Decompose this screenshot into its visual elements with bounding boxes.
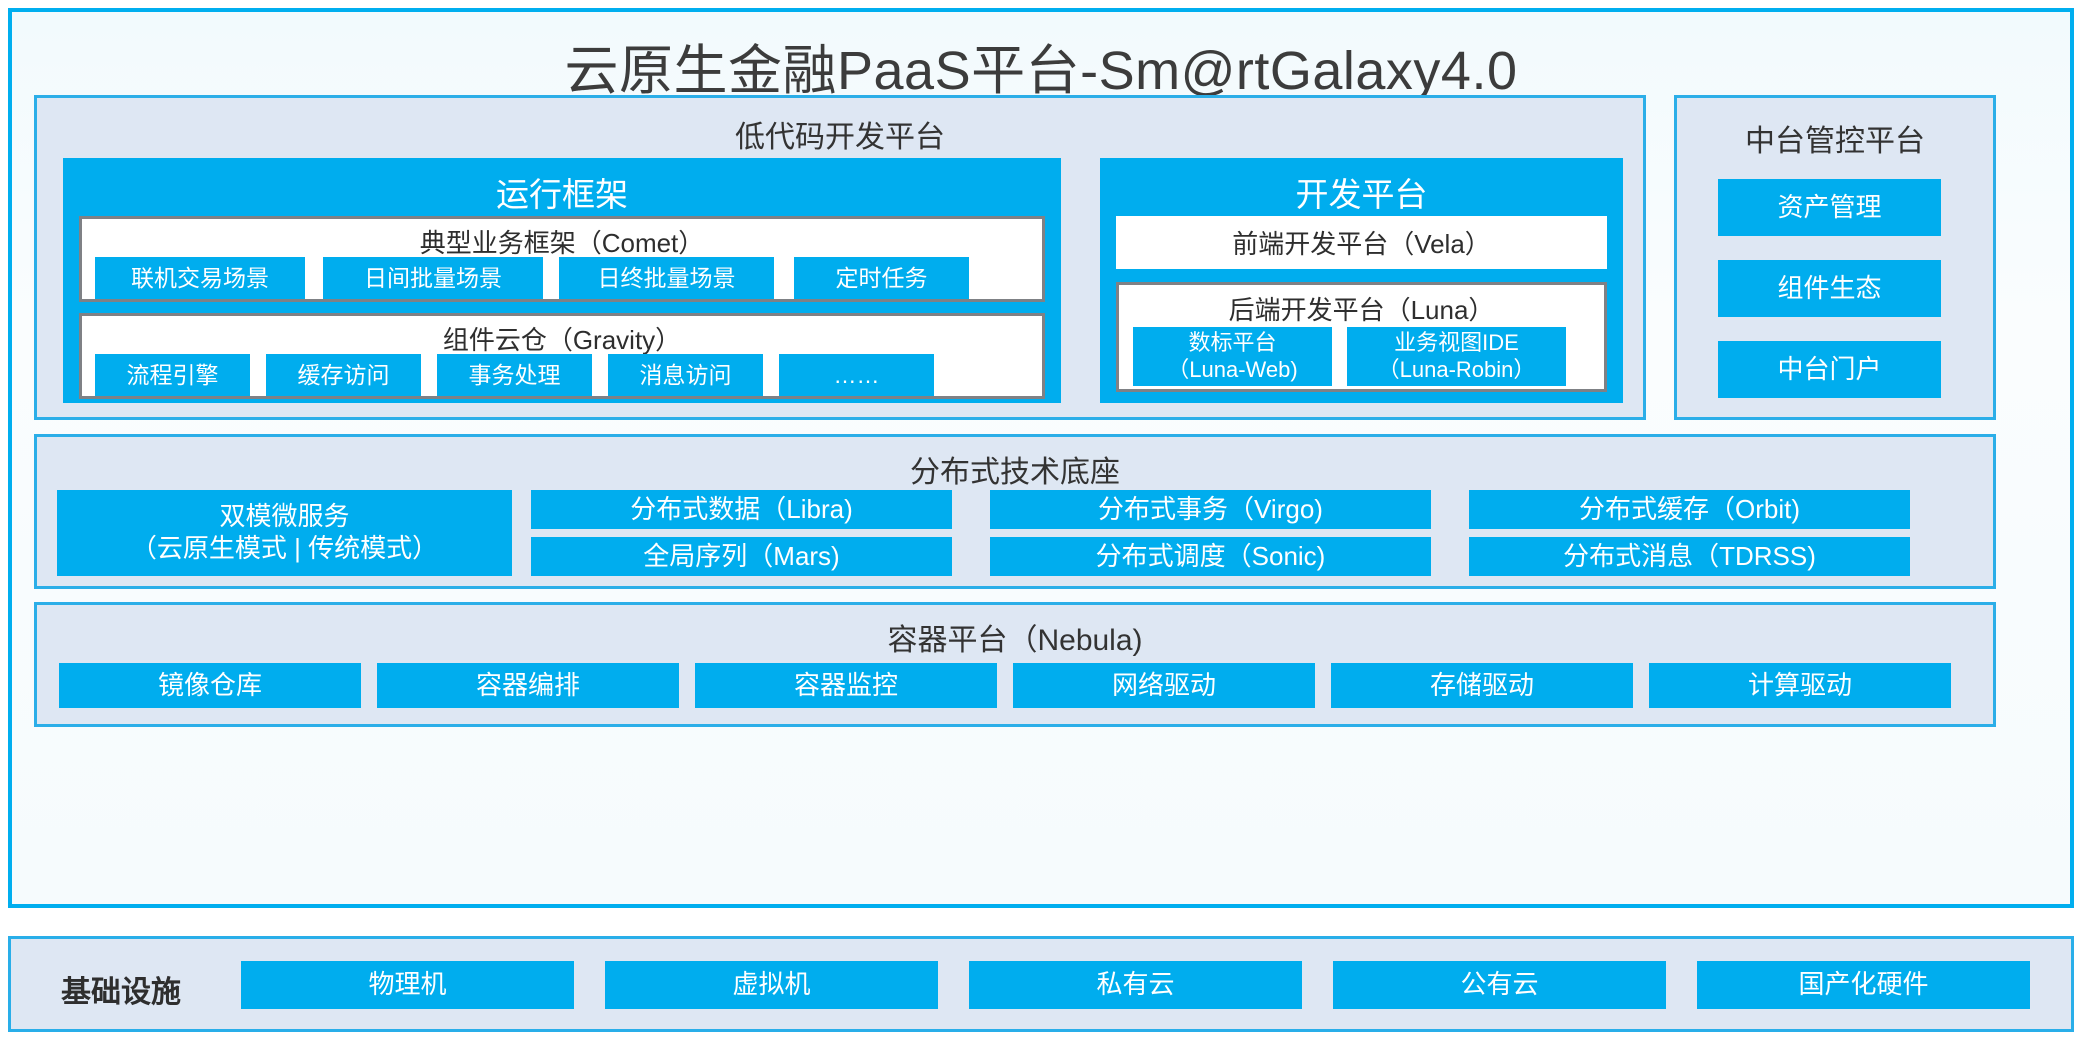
comet-item-1[interactable]: 日间批量场景 <box>323 257 543 299</box>
comet-item-0[interactable]: 联机交易场景 <box>95 257 305 299</box>
dev-platform-block: 开发平台 前端开发平台（Vela） 后端开发平台（Luna） 数标平台 （Lun… <box>1100 158 1623 403</box>
infrastructure-item-4[interactable]: 国产化硬件 <box>1697 961 2030 1009</box>
runtime-framework-block: 运行框架 典型业务框架（Comet） 联机交易场景 日间批量场景 日终批量场景 … <box>63 158 1061 403</box>
distributed-item-virgo[interactable]: 分布式事务（Virgo) <box>990 490 1431 529</box>
gravity-item-4[interactable]: …… <box>779 354 934 396</box>
infrastructure-item-3[interactable]: 公有云 <box>1333 961 1666 1009</box>
runtime-framework-title: 运行框架 <box>496 176 628 213</box>
container-item-1[interactable]: 容器编排 <box>377 663 679 708</box>
backend-item-0[interactable]: 数标平台 （Luna-Web) <box>1133 327 1332 386</box>
container-item-5[interactable]: 计算驱动 <box>1649 663 1951 708</box>
midoffice-item-2[interactable]: 中台门户 <box>1718 341 1941 398</box>
gravity-card: 组件云仓（Gravity） 流程引擎 缓存访问 事务处理 消息访问 …… <box>79 313 1045 399</box>
backend-item-1[interactable]: 业务视图IDE （Luna-Robin） <box>1347 327 1566 386</box>
lowcode-platform-title: 低代码开发平台 <box>735 121 945 154</box>
comet-item-3[interactable]: 定时任务 <box>794 257 969 299</box>
gravity-item-3[interactable]: 消息访问 <box>608 354 763 396</box>
infrastructure-item-0[interactable]: 物理机 <box>241 961 574 1009</box>
distributed-item-orbit[interactable]: 分布式缓存（Orbit) <box>1469 490 1910 529</box>
container-platform-title: 容器平台（Nebula) <box>887 624 1143 657</box>
distributed-foundation-panel: 分布式技术底座 双模微服务 （云原生模式 | 传统模式） 分布式数据（Libra… <box>34 434 1996 589</box>
page-title: 云原生金融PaaS平台-Sm@rtGalaxy4.0 <box>564 41 1518 101</box>
distributed-item-mars[interactable]: 全局序列（Mars) <box>531 537 952 576</box>
gravity-item-1[interactable]: 缓存访问 <box>266 354 421 396</box>
distributed-foundation-title: 分布式技术底座 <box>910 456 1120 489</box>
infrastructure-bar: 基础设施 物理机 虚拟机 私有云 公有云 国产化硬件 <box>8 936 2074 1032</box>
gravity-item-2[interactable]: 事务处理 <box>437 354 592 396</box>
infrastructure-item-1[interactable]: 虚拟机 <box>605 961 938 1009</box>
lowcode-platform-panel: 低代码开发平台 运行框架 典型业务框架（Comet） 联机交易场景 日间批量场景… <box>34 95 1646 420</box>
gravity-item-0[interactable]: 流程引擎 <box>95 354 250 396</box>
distributed-item-libra[interactable]: 分布式数据（Libra) <box>531 490 952 529</box>
comet-title: 典型业务框架（Comet） <box>419 228 705 258</box>
container-item-4[interactable]: 存储驱动 <box>1331 663 1633 708</box>
comet-item-2[interactable]: 日终批量场景 <box>559 257 774 299</box>
container-item-3[interactable]: 网络驱动 <box>1013 663 1315 708</box>
backend-platform-title: 后端开发平台（Luna） <box>1228 295 1495 325</box>
midoffice-platform-panel: 中台管控平台 资产管理 组件生态 中台门户 <box>1674 95 1996 420</box>
dev-platform-title: 开发平台 <box>1295 176 1428 213</box>
midoffice-item-1[interactable]: 组件生态 <box>1718 260 1941 317</box>
gravity-title: 组件云仓（Gravity） <box>442 325 682 355</box>
container-platform-panel: 容器平台（Nebula) 镜像仓库 容器编排 容器监控 网络驱动 存储驱动 计算… <box>34 602 1996 727</box>
frontend-platform-label: 前端开发平台（Vela） <box>1232 229 1491 259</box>
distributed-item-sonic[interactable]: 分布式调度（Sonic) <box>990 537 1431 576</box>
backend-platform-card: 后端开发平台（Luna） 数标平台 （Luna-Web) 业务视图IDE （Lu… <box>1116 282 1607 392</box>
midoffice-item-0[interactable]: 资产管理 <box>1718 179 1941 236</box>
dual-mode-microservice-chip[interactable]: 双模微服务 （云原生模式 | 传统模式） <box>57 490 512 576</box>
comet-card: 典型业务框架（Comet） 联机交易场景 日间批量场景 日终批量场景 定时任务 <box>79 216 1045 302</box>
container-item-0[interactable]: 镜像仓库 <box>59 663 361 708</box>
platform-frame: 云原生金融PaaS平台-Sm@rtGalaxy4.0 低代码开发平台 运行框架 … <box>8 8 2074 908</box>
distributed-item-tdrss[interactable]: 分布式消息（TDRSS) <box>1469 537 1910 576</box>
container-item-2[interactable]: 容器监控 <box>695 663 997 708</box>
midoffice-platform-title: 中台管控平台 <box>1745 125 1925 158</box>
frontend-platform-card[interactable]: 前端开发平台（Vela） <box>1116 216 1607 269</box>
infrastructure-label: 基础设施 <box>61 976 181 1009</box>
infrastructure-item-2[interactable]: 私有云 <box>969 961 1302 1009</box>
